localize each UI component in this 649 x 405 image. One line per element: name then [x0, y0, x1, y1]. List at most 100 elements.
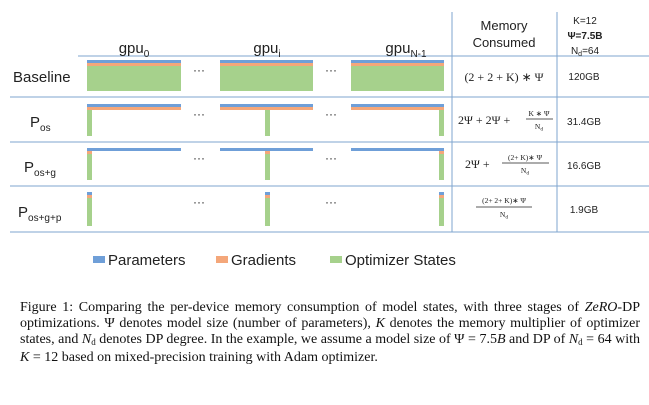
pos-gpu-0-optimizer-slice	[87, 110, 92, 136]
posgp-gpu-i-gradients-slice	[265, 195, 270, 198]
legend-swatch-gradients	[216, 256, 228, 263]
row-label-posgp: Pos+g+p	[18, 204, 62, 224]
memory-value-posg: 16.6GB	[567, 161, 601, 172]
posg-ellipsis-0: ···	[193, 151, 205, 165]
caption-k-symbol: K	[375, 316, 385, 331]
formula-posg: 2Ψ + (2+ K)∗ Ψ Nd	[465, 153, 549, 177]
posg-gpu-i-optimizer-slice	[265, 154, 270, 180]
posgp-gpu-n-1-optimizer-slice	[439, 198, 444, 226]
formula-pos-num: K ∗ Ψ	[529, 109, 550, 118]
row-label-posg: Pos+g	[24, 159, 56, 179]
posg-gpu-n-1-optimizer-slice	[439, 154, 444, 180]
formula-posg-lead: 2Ψ +	[465, 157, 490, 171]
caption-text-4: denotes DP degree. In the example, we as…	[95, 332, 497, 347]
formula-posgp-num: (2+ 2+ K)∗ Ψ	[482, 196, 526, 205]
gpu-header-n-1: gpuN-1	[385, 40, 427, 60]
pos-gpu-n-1-optimizer-slice	[439, 110, 444, 136]
legend-label-optimizer-states: Optimizer States	[345, 252, 456, 269]
posgp-gpu-i-parameters-slice	[265, 192, 270, 195]
posg-gpu-0-gradients-slice	[87, 151, 92, 154]
gpu-header-i: gpui	[253, 40, 280, 60]
zero-memory-figure: gpu0 gpui gpuN-1 Memory Consumed K=12 Ψ=…	[10, 12, 649, 269]
caption-k2-symbol: K	[20, 350, 30, 365]
posg-gpu-i-gradients-slice	[265, 151, 270, 154]
posgp-gpu-0-gradients-slice	[87, 195, 92, 198]
posgp-ellipsis-0: ···	[193, 195, 205, 209]
formula-pos-den: Nd	[535, 122, 543, 133]
memory-value-posgp: 1.9GB	[570, 205, 599, 216]
baseline-ellipsis-0: ···	[193, 63, 205, 77]
memory-bars	[87, 60, 444, 226]
formulas: (2 + 2 + K) ∗ Ψ 2Ψ + 2Ψ + K ∗ Ψ Nd 2Ψ + …	[458, 70, 553, 221]
caption-text-7: = 12 based on mixed-precision training w…	[29, 350, 378, 365]
caption-text-6: = 64 with	[582, 332, 640, 347]
gpu-ellipses: ··· ··· ··· ··· ··· ··· ··· ···	[193, 63, 337, 209]
baseline-gpu-0-parameters-bar	[87, 60, 181, 63]
caption-nd2-sub: d	[578, 337, 583, 347]
formula-posgp: (2+ 2+ K)∗ Ψ Nd	[476, 196, 532, 221]
baseline-gpu-i-optimizer-bar	[220, 66, 313, 91]
baseline-ellipsis-1: ···	[325, 63, 337, 77]
legend: Parameters Gradients Optimizer States	[93, 252, 456, 269]
caption-nd2-base: N	[568, 332, 579, 347]
row-labels: Baseline Pos Pos+g Pos+g+p	[13, 69, 71, 224]
pos-gpu-i-optimizer-slice	[265, 110, 270, 136]
legend-swatch-parameters	[93, 256, 105, 263]
baseline-gpu-0-gradients-bar	[87, 63, 181, 66]
caption-nd-base: N	[81, 332, 92, 347]
pos-gpu-0-gradients-bar	[87, 107, 181, 110]
posg-gpu-0-optimizer-slice	[87, 154, 92, 180]
posg-gpu-0-parameters-bar	[87, 148, 181, 151]
pos-ellipsis-0: ···	[193, 107, 205, 121]
memory-value-baseline: 120GB	[568, 72, 599, 83]
memory-header: Memory Consumed	[473, 18, 536, 50]
caption-b-symbol: B	[496, 332, 506, 347]
legend-swatch-optimizer-states	[330, 256, 342, 263]
posgp-gpu-0-parameters-slice	[87, 192, 92, 195]
baseline-gpu-n-1-parameters-bar	[351, 60, 444, 63]
caption-nd-sub: d	[91, 337, 96, 347]
posgp-gpu-n-1-gradients-slice	[439, 195, 444, 198]
legend-label-gradients: Gradients	[231, 252, 296, 269]
memory-value-pos: 31.4GB	[567, 117, 601, 128]
baseline-gpu-n-1-gradients-bar	[351, 63, 444, 66]
legend-label-parameters: Parameters	[108, 252, 186, 269]
param-psi: Ψ=7.5B	[567, 31, 602, 42]
posgp-ellipsis-1: ···	[325, 195, 337, 209]
posgp-gpu-0-optimizer-slice	[87, 198, 92, 226]
formula-posg-num: (2+ K)∗ Ψ	[508, 153, 542, 162]
formula-baseline: (2 + 2 + K) ∗ Ψ	[464, 70, 543, 84]
figure-caption: Figure 1: Comparing the per-device memor…	[20, 300, 640, 366]
row-label-pos: Pos	[30, 114, 51, 134]
formula-pos: 2Ψ + 2Ψ + K ∗ Ψ Nd	[458, 109, 553, 133]
param-nd: Nd=64	[571, 46, 600, 58]
posg-gpu-n-1-gradients-slice	[439, 151, 444, 154]
posg-gpu-n-1-parameters-bar	[351, 148, 444, 151]
params-header: K=12 Ψ=7.5B Nd=64	[567, 16, 602, 58]
pos-gpu-i-parameters-bar	[220, 104, 313, 107]
formula-pos-lead: 2Ψ + 2Ψ +	[458, 113, 510, 127]
baseline-gpu-0-optimizer-bar	[87, 66, 181, 91]
posgp-gpu-n-1-parameters-slice	[439, 192, 444, 195]
caption-text-5: and DP of	[505, 332, 569, 347]
posgp-gpu-i-optimizer-slice	[265, 198, 270, 226]
memory-header-line1: Memory	[481, 18, 528, 33]
pos-gpu-n-1-gradients-bar	[351, 107, 444, 110]
formula-posgp-den: Nd	[500, 210, 508, 221]
pos-ellipsis-1: ···	[325, 107, 337, 121]
baseline-gpu-i-parameters-bar	[220, 60, 313, 63]
baseline-gpu-i-gradients-bar	[220, 63, 313, 66]
posg-ellipsis-1: ···	[325, 151, 337, 165]
memory-values: 120GB 31.4GB 16.6GB 1.9GB	[567, 72, 601, 216]
pos-gpu-n-1-parameters-bar	[351, 104, 444, 107]
caption-text-2: -DP optimizations. Ψ denotes model size …	[20, 300, 640, 331]
row-label-baseline: Baseline	[13, 69, 71, 86]
gpu-header-0: gpu0	[119, 40, 150, 60]
posg-gpu-i-parameters-bar	[220, 148, 313, 151]
param-k: K=12	[573, 16, 597, 27]
caption-text-1: Comparing the per-device memory consumpt…	[73, 300, 585, 315]
table-grid	[10, 12, 649, 233]
pos-gpu-i-gradients-bar	[220, 107, 313, 110]
caption-text-3: denotes the memory multiplier of optimiz…	[20, 316, 640, 347]
baseline-gpu-n-1-optimizer-bar	[351, 66, 444, 91]
